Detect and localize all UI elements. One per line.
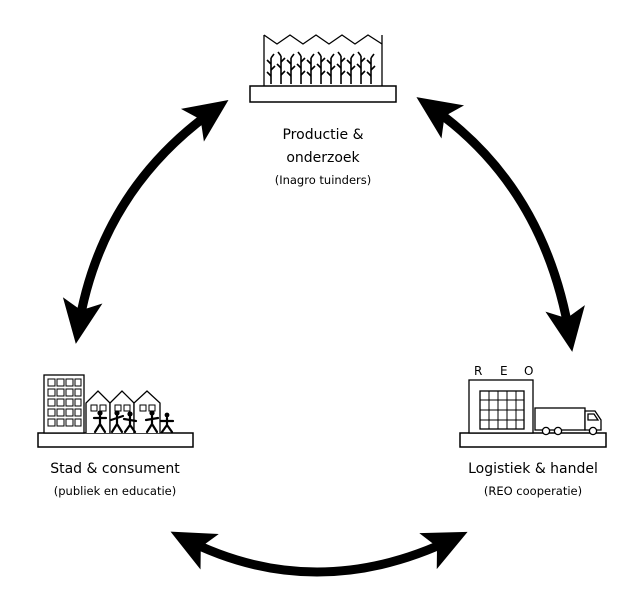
city-subtitle: (publiek en educatie) (53, 484, 177, 498)
city-title: Stad & consument (50, 461, 180, 477)
production-title-line1: Productie & (282, 127, 364, 143)
warehouse-truck-icon (459, 379, 607, 448)
greenhouse-icon (249, 34, 397, 103)
arrow-production-logistics (416, 97, 585, 352)
arrow-city-production (62, 99, 229, 344)
production-title-line2: onderzoek (286, 150, 360, 166)
reo-sign-letter-o: O (524, 364, 534, 378)
reo-sign-letter-e: E (500, 364, 508, 378)
production-subtitle: (Inagro tuinders) (274, 173, 372, 187)
city-people-icon (37, 374, 194, 448)
arrow-city-logistics (170, 531, 468, 577)
reo-sign-letter-r: R (474, 364, 483, 378)
logistics-subtitle: (REO cooperatie) (483, 484, 583, 498)
logistics-title: Logistiek & handel (468, 461, 598, 477)
